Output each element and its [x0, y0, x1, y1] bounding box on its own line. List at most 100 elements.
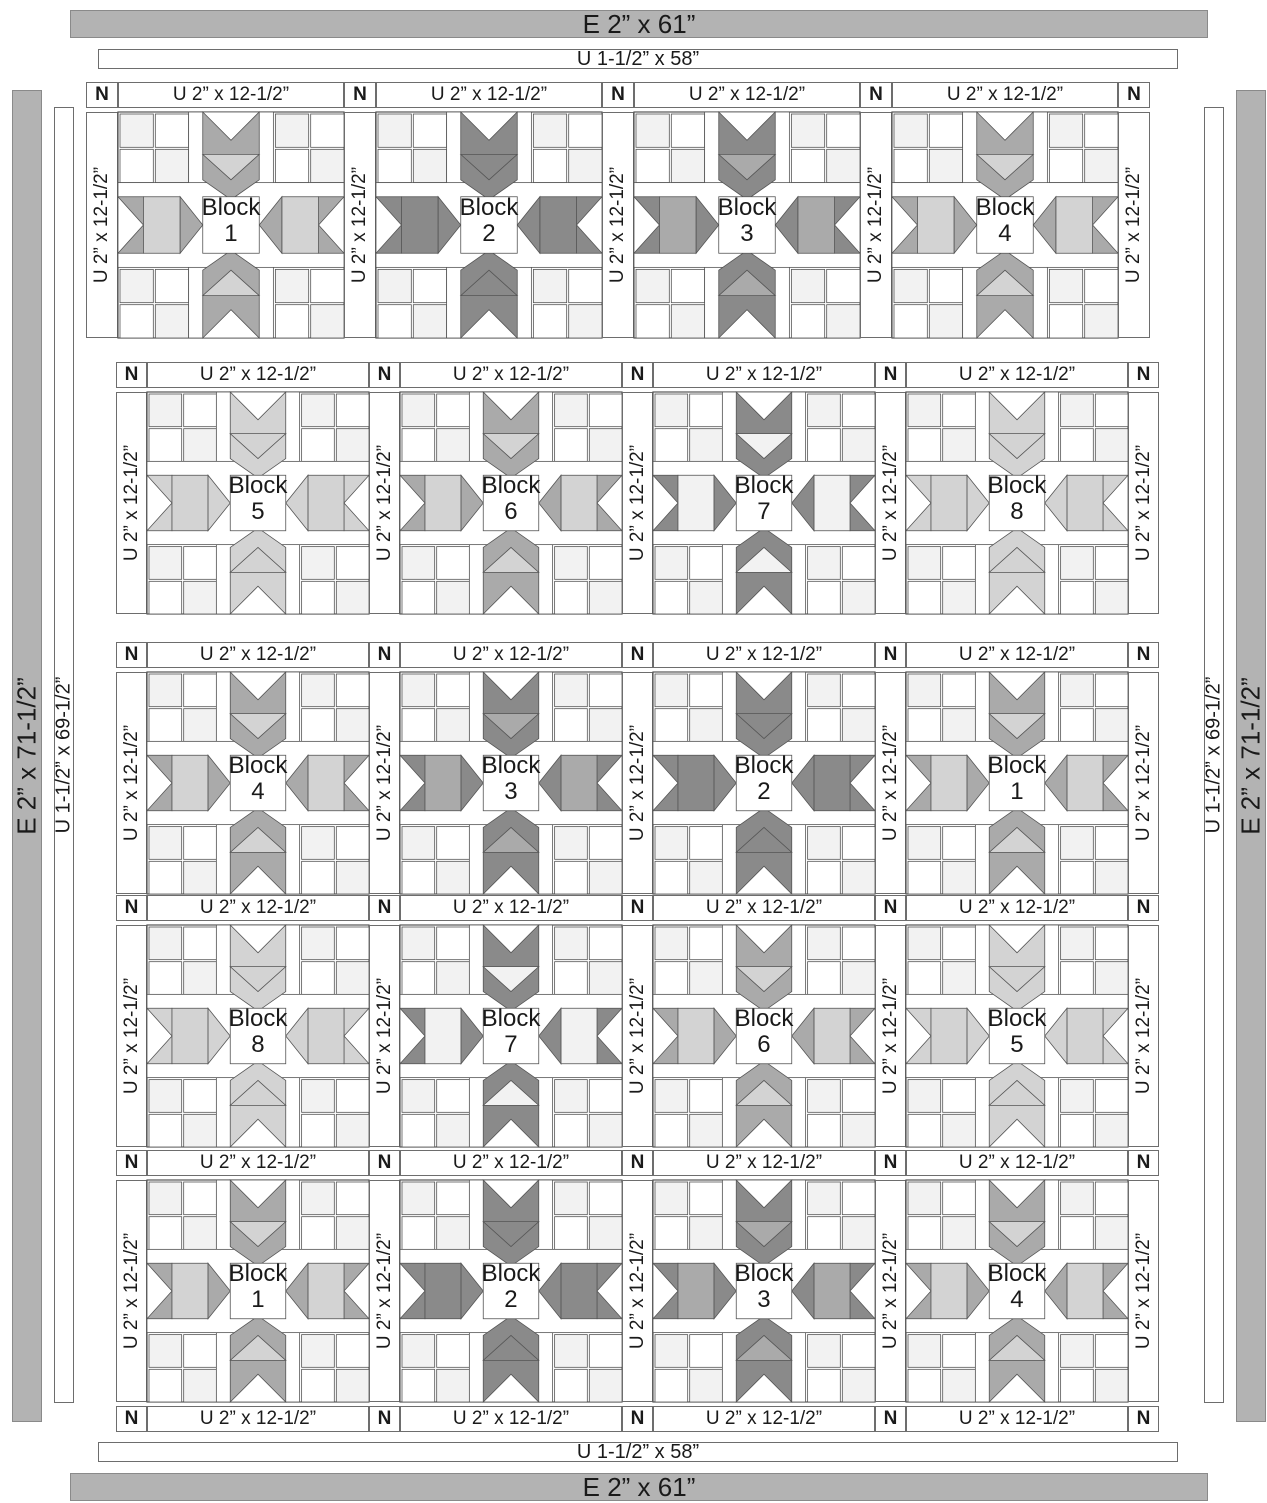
- four-patch-square: [655, 861, 688, 894]
- four-patch-square: [589, 962, 622, 995]
- four-patch-square: [842, 1114, 875, 1147]
- side-rail-right: [1067, 755, 1103, 811]
- four-patch-square: [655, 1369, 688, 1402]
- sashing-strip-label: U 2” x 12-1/2”: [200, 364, 316, 386]
- sashing-strip-horizontal: U 2” x 12-1/2”: [400, 362, 622, 388]
- four-patch-square: [184, 674, 217, 707]
- sashing-strip-horizontal: U 2” x 12-1/2”: [653, 895, 875, 921]
- cornerstone-label: N: [884, 1408, 898, 1430]
- four-patch-square: [791, 269, 824, 302]
- four-patch-square: [1095, 547, 1128, 580]
- four-patch-square: [437, 962, 470, 995]
- four-patch-square: [655, 827, 688, 860]
- block-center-square: [483, 1008, 539, 1064]
- four-patch-square: [402, 1369, 435, 1402]
- four-patch-square: [437, 547, 470, 580]
- four-patch-square: [655, 429, 688, 462]
- sashing-strip-label: U 2” x 12-1/2”: [627, 1233, 649, 1349]
- four-patch-square: [1085, 269, 1118, 302]
- four-patch-square: [302, 674, 335, 707]
- four-patch-square: [842, 1182, 875, 1215]
- side-rail-right: [1067, 475, 1103, 531]
- four-patch-square: [589, 674, 622, 707]
- four-patch-square: [149, 674, 182, 707]
- four-patch-square: [1061, 861, 1094, 894]
- side-rail-left: [172, 755, 208, 811]
- four-patch-square: [336, 581, 369, 614]
- cornerstone-label: N: [884, 1152, 898, 1174]
- cornerstone-label: N: [1127, 84, 1141, 106]
- sashing-strip-vertical: U 2” x 12-1/2”: [875, 672, 906, 894]
- cornerstone-label: N: [631, 644, 645, 666]
- four-patch-square: [655, 394, 688, 427]
- four-patch-square: [908, 1369, 941, 1402]
- sashing-strip-label: U 2” x 12-1/2”: [607, 167, 629, 283]
- sashing-strip-horizontal: U 2” x 12-1/2”: [147, 895, 369, 921]
- four-patch-square: [943, 927, 976, 960]
- four-patch-square: [1095, 1114, 1128, 1147]
- four-patch-square: [1049, 149, 1082, 182]
- cornerstone: N: [116, 895, 147, 921]
- four-patch-square: [655, 1182, 688, 1215]
- cornerstone: N: [875, 362, 906, 388]
- four-patch-square: [589, 709, 622, 742]
- four-patch-square: [437, 861, 470, 894]
- side-rail-left: [678, 1263, 714, 1319]
- four-patch-square: [690, 861, 723, 894]
- four-patch-square: [690, 581, 723, 614]
- cornerstone-label: N: [869, 84, 883, 106]
- cornerstone: N: [622, 1150, 653, 1176]
- four-patch-square: [908, 1114, 941, 1147]
- four-patch-square: [943, 547, 976, 580]
- four-patch-square: [402, 394, 435, 427]
- sashing-strip-horizontal: U 2” x 12-1/2”: [400, 1150, 622, 1176]
- block-center-square: [989, 1008, 1045, 1064]
- four-patch-square: [533, 269, 566, 302]
- four-patch-square: [1061, 1335, 1094, 1368]
- four-patch-square: [302, 1182, 335, 1215]
- four-patch-square: [555, 962, 588, 995]
- four-patch-square: [808, 927, 841, 960]
- cornerstone-label: N: [125, 1408, 139, 1430]
- four-patch-square: [402, 1080, 435, 1113]
- side-rail-left: [143, 197, 180, 254]
- four-patch-square: [791, 149, 824, 182]
- four-patch-square: [1095, 581, 1128, 614]
- four-patch-square: [1061, 927, 1094, 960]
- four-patch-square: [1061, 1369, 1094, 1402]
- four-patch-square: [690, 547, 723, 580]
- sashing-strip-label: U 2” x 12-1/2”: [947, 84, 1063, 106]
- sashing-strip-label: U 2” x 12-1/2”: [374, 445, 396, 561]
- sashing-strip-label: U 2” x 12-1/2”: [880, 1233, 902, 1349]
- four-patch-square: [413, 305, 446, 338]
- four-patch-square: [690, 1114, 723, 1147]
- four-patch-square: [1095, 394, 1128, 427]
- side-rail-left: [678, 1008, 714, 1064]
- four-patch-square: [149, 1335, 182, 1368]
- four-patch-square: [808, 581, 841, 614]
- quilt-block-3: [400, 672, 622, 894]
- four-patch-square: [943, 861, 976, 894]
- four-patch-square: [149, 1080, 182, 1113]
- four-patch-square: [413, 114, 446, 147]
- cornerstone-label: N: [378, 897, 392, 919]
- four-patch-square: [1095, 1080, 1128, 1113]
- sashing-strip-label: U 2” x 12-1/2”: [374, 978, 396, 1094]
- cornerstone: N: [875, 895, 906, 921]
- sashing-strip-vertical: U 2” x 12-1/2”: [116, 1180, 147, 1402]
- cornerstone-label: N: [884, 897, 898, 919]
- cornerstone-label: N: [1137, 1408, 1151, 1430]
- four-patch-square: [791, 114, 824, 147]
- four-patch-square: [1061, 394, 1094, 427]
- four-patch-square: [402, 827, 435, 860]
- four-patch-square: [555, 1335, 588, 1368]
- side-rail-right: [308, 1008, 344, 1064]
- four-patch-square: [589, 1114, 622, 1147]
- side-rail-left: [425, 755, 461, 811]
- cornerstone-label: N: [378, 1408, 392, 1430]
- quilt-block-1: [118, 112, 344, 338]
- four-patch-square: [149, 1182, 182, 1215]
- four-patch-square: [894, 114, 927, 147]
- four-patch-square: [1095, 709, 1128, 742]
- four-patch-square: [808, 962, 841, 995]
